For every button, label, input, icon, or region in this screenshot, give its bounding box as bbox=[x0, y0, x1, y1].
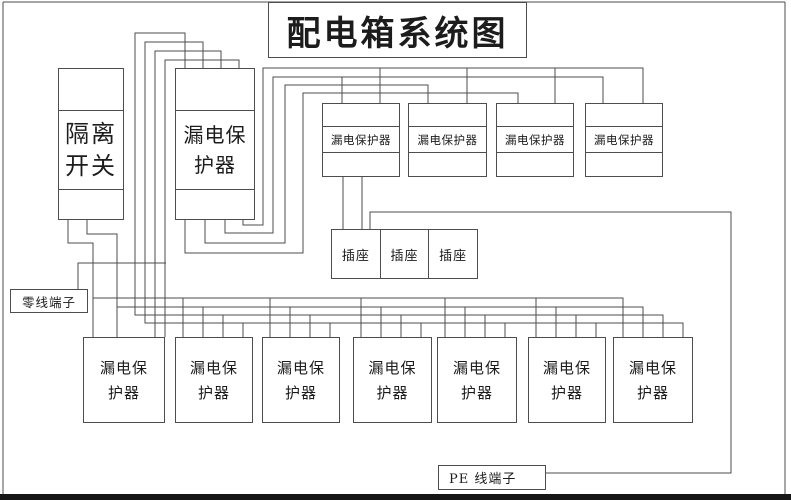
bottom-protector-6-label-2: 护器 bbox=[550, 383, 583, 402]
socket-3: 插座 bbox=[428, 230, 477, 278]
bottom-protector-2-label-1: 漏电保 bbox=[189, 358, 238, 377]
divider bbox=[59, 110, 123, 111]
socket-feed-wires bbox=[342, 177, 363, 229]
top-protector-4-label: 漏电保护器 bbox=[594, 133, 654, 147]
divider bbox=[176, 189, 254, 190]
top-bus-wires bbox=[184, 67, 644, 254]
top-protector-2-label: 漏电保护器 bbox=[417, 133, 478, 147]
divider bbox=[497, 152, 573, 153]
divider bbox=[409, 152, 486, 153]
top-protector-3: 漏电保护器 bbox=[496, 103, 574, 177]
bottom-protector-4: 漏电保 护器 bbox=[353, 337, 432, 423]
isolation-switch-box: 隔离 开关 bbox=[58, 68, 124, 220]
divider bbox=[59, 189, 123, 190]
socket-1: 插座 bbox=[341, 248, 370, 264]
pe-terminal-wire bbox=[369, 211, 732, 474]
pe-terminal-label: PE 线端子 bbox=[449, 472, 517, 487]
neutral-terminal-box: 零线端子 bbox=[10, 289, 88, 313]
bottom-protector-3: 漏电保 护器 bbox=[262, 337, 340, 423]
divider bbox=[323, 126, 399, 127]
main-protector-label-1: 漏电保 bbox=[183, 122, 247, 147]
bottom-protector-5-label-2: 护器 bbox=[460, 383, 493, 402]
top-protector-2: 漏电保护器 bbox=[408, 103, 487, 177]
bottom-protector-7-label-2: 护器 bbox=[636, 383, 669, 402]
socket-2: 插座 bbox=[379, 230, 429, 278]
pe-terminal-box: PE 线端子 bbox=[438, 465, 546, 490]
main-protector-top-trunks bbox=[134, 32, 684, 337]
bottom-protector-1-label-2: 护器 bbox=[107, 383, 140, 402]
bottom-protector-4-label-1: 漏电保 bbox=[368, 358, 417, 377]
divider bbox=[586, 152, 662, 153]
diagram-title: 配电箱系统图 bbox=[286, 13, 509, 54]
bottom-protector-5-label-1: 漏电保 bbox=[452, 358, 501, 377]
isolation-switch-label-1: 隔离 bbox=[65, 119, 117, 148]
bottom-protector-2: 漏电保 护器 bbox=[175, 337, 253, 423]
socket-strip: 插座 插座 插座 bbox=[331, 229, 478, 279]
bottom-protector-1: 漏电保 护器 bbox=[83, 337, 165, 423]
bottom-protector-2-label-2: 护器 bbox=[197, 383, 230, 402]
bottom-protector-5: 漏电保 护器 bbox=[437, 337, 517, 423]
bottom-protector-1-label-1: 漏电保 bbox=[99, 358, 148, 377]
top-protector-3-label: 漏电保护器 bbox=[505, 133, 565, 147]
main-protector-label-2: 护器 bbox=[194, 152, 236, 177]
divider bbox=[176, 110, 254, 111]
main-protector-box: 漏电保 护器 bbox=[175, 68, 255, 220]
bottom-protector-6: 漏电保 护器 bbox=[528, 337, 606, 423]
neutral-terminal-label: 零线端子 bbox=[21, 294, 76, 310]
divider bbox=[586, 126, 662, 127]
photo-bottom-edge bbox=[0, 494, 791, 500]
bottom-protector-4-label-2: 护器 bbox=[376, 383, 409, 402]
top-protector-1-label: 漏电保护器 bbox=[331, 133, 391, 147]
bottom-protector-3-label-2: 护器 bbox=[284, 383, 317, 402]
top-protector-1: 漏电保护器 bbox=[322, 103, 400, 177]
neutral-terminal-wire bbox=[77, 262, 166, 289]
diagram-title-box: 配电箱系统图 bbox=[268, 2, 527, 58]
bottom-protector-7: 漏电保 护器 bbox=[613, 337, 693, 423]
divider bbox=[409, 126, 486, 127]
top-protector-4: 漏电保护器 bbox=[585, 103, 663, 177]
divider bbox=[497, 126, 573, 127]
bottom-protector-3-label-1: 漏电保 bbox=[276, 358, 325, 377]
bottom-branch-stubs bbox=[182, 298, 597, 337]
divider bbox=[323, 152, 399, 153]
isolation-switch-label-2: 开关 bbox=[65, 151, 117, 180]
isolation-switch-feeds bbox=[67, 220, 644, 337]
bottom-protector-7-label-1: 漏电保 bbox=[628, 358, 677, 377]
bottom-protector-6-label-1: 漏电保 bbox=[542, 358, 591, 377]
